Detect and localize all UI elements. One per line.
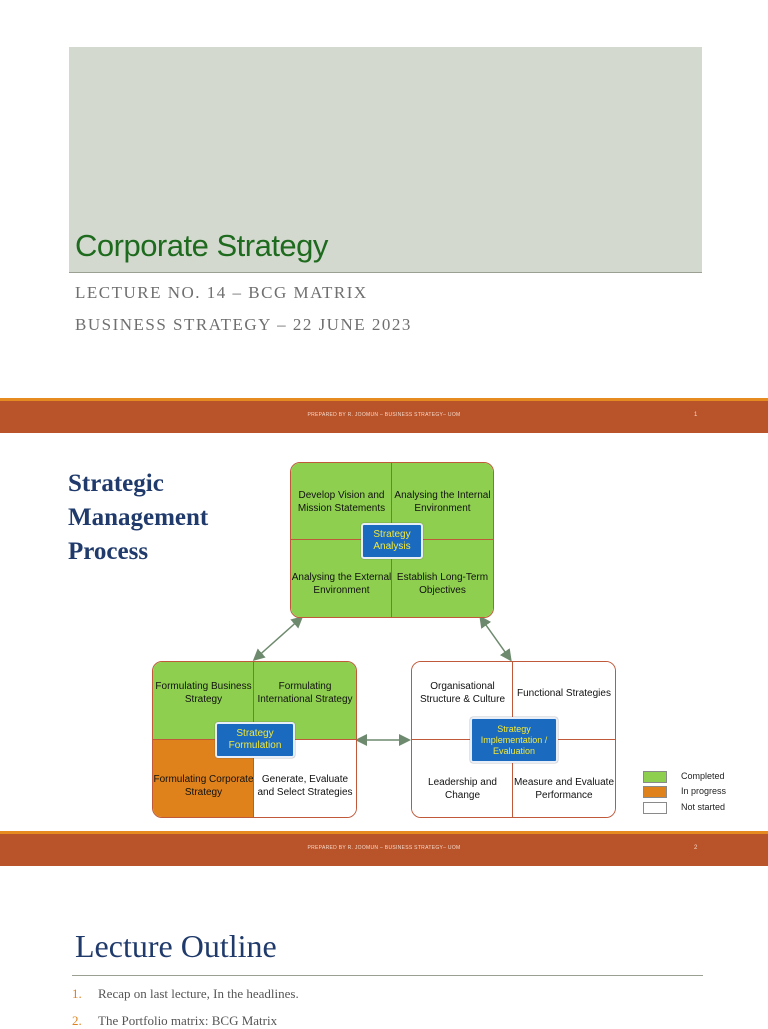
footer-text: PREPARED BY R. JOOMUN – BUSINESS STRATEG… xyxy=(307,412,461,418)
page-number: 1 xyxy=(694,412,698,418)
cell-label: Formulating Business Strategy xyxy=(155,681,252,705)
cell-label: Develop Vision and Mission Statements xyxy=(297,489,386,514)
cell-label: Formulating International Strategy xyxy=(257,681,353,705)
strategy-analysis-badge: Strategy Analysis xyxy=(361,523,423,559)
arrow-analysis-implementation xyxy=(479,615,512,662)
strategy-formulation-matrix: Formulating Business Strategy Formulatin… xyxy=(152,661,357,818)
cell-label: Establish Long-Term Objectives xyxy=(396,571,489,596)
arrow-analysis-formulation xyxy=(252,616,304,661)
list-text: The Portfolio matrix: BCG Matrix xyxy=(98,1013,278,1028)
title-divider xyxy=(72,975,703,976)
list-number: 2. xyxy=(72,1013,82,1028)
strategy-implementation-matrix: Organisational Structure & Culture Funct… xyxy=(411,661,616,818)
list-text: Recap on last lecture, In the headlines. xyxy=(98,986,299,1001)
cell-label: Functional Strategies xyxy=(517,687,611,699)
title-line: Process xyxy=(68,538,149,565)
slide-title: Corporate Strategy xyxy=(75,228,328,263)
page-number: 2 xyxy=(694,845,698,851)
strategy-implementation-badge: Strategy Implementation / Evaluation xyxy=(470,717,558,763)
cell-label: Analysing the External Environment xyxy=(291,571,392,596)
legend-swatch-in-progress xyxy=(643,786,667,798)
subtitle-lecture: LECTURE NO. 14 – BCG MATRIX xyxy=(75,283,368,302)
list-item: 2. The Portfolio matrix: BCG Matrix xyxy=(72,1013,277,1029)
cell-label: Analysing the Internal Environment xyxy=(394,489,491,514)
legend-swatch-completed xyxy=(643,771,667,783)
cell-label: Formulating Corporate Strategy xyxy=(153,773,254,798)
cell-label: Leadership and Change xyxy=(428,776,497,801)
legend-label-in-progress: In progress xyxy=(681,786,727,796)
title-line: Strategic xyxy=(68,470,164,497)
list-number: 1. xyxy=(72,986,82,1001)
cell-label: Generate, Evaluate and Select Strategies xyxy=(257,773,353,798)
cell-label: Measure and Evaluate Performance xyxy=(513,776,615,801)
slide-title: Strategic Management Process xyxy=(68,467,268,569)
footer-text: PREPARED BY R. JOOMUN – BUSINESS STRATEG… xyxy=(307,845,461,851)
slide-footer: PREPARED BY R. JOOMUN – BUSINESS STRATEG… xyxy=(0,831,768,866)
matrix-cell: Analysing the External Environment xyxy=(291,540,392,617)
slide-footer: PREPARED BY R. JOOMUN – BUSINESS STRATEG… xyxy=(0,398,768,433)
title-line: Management xyxy=(68,504,209,531)
subtitle-course: BUSINESS STRATEGY – 22 JUNE 2023 xyxy=(75,315,412,334)
strategy-analysis-matrix: Develop Vision and Mission Statements An… xyxy=(290,462,494,618)
title-divider xyxy=(69,272,702,273)
legend-swatch-not-started xyxy=(643,802,667,814)
cell-label: Organisational Structure & Culture xyxy=(419,681,506,705)
list-item: 1. Recap on last lecture, In the headline… xyxy=(72,986,299,1002)
legend-label-completed: Completed xyxy=(681,771,725,781)
title-background xyxy=(69,47,702,272)
strategy-formulation-badge: Strategy Formulation xyxy=(215,722,295,758)
legend-label-not-started: Not started xyxy=(681,802,726,812)
slide-title: Lecture Outline xyxy=(75,928,277,964)
